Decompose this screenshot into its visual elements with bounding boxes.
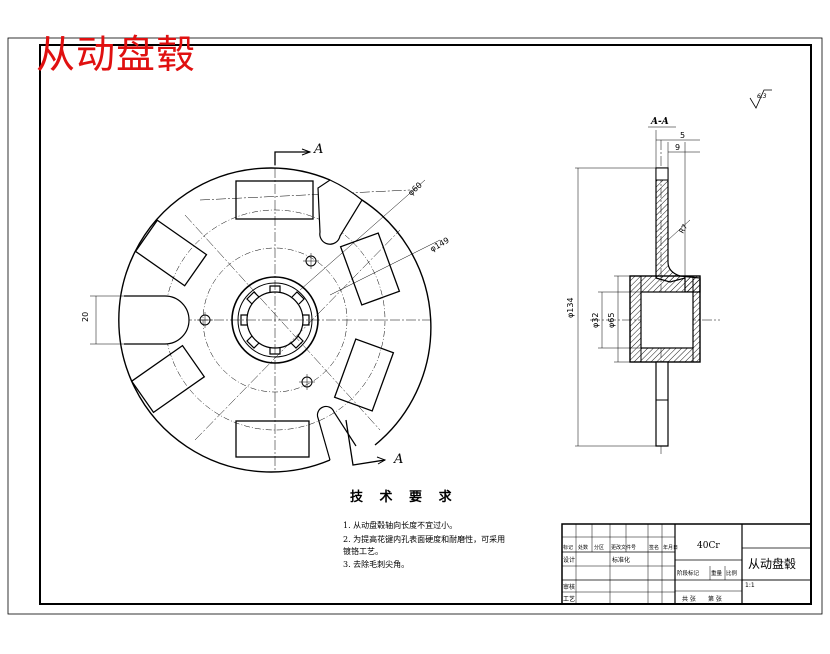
tb-mark-label: 更改文件号 (611, 544, 636, 551)
requirement-item-2: 2. 为提高花键内孔表面硬度和耐磨性，可采用 (343, 535, 506, 544)
cut-arrow-bottom (376, 456, 387, 465)
pad-upper-right (339, 232, 401, 306)
dim-text-phi60: φ60 (406, 180, 424, 197)
section-hub-bottom-hatch (640, 347, 694, 363)
tb-mark-labels: 标记 处数 分区 更改文件号 签名 年月日 (563, 544, 678, 551)
pad-top (235, 180, 314, 220)
centerline-diagonal-3 (184, 214, 381, 431)
tb-mark-label: 年月日 (663, 544, 678, 551)
slot-lower-right (316, 405, 357, 461)
tb-sheet-no: 第 张 (708, 595, 722, 603)
section-lower-flange (655, 361, 669, 447)
dim-text-slot-width: 20 (81, 312, 90, 322)
pad-lower-left (130, 344, 206, 414)
section-view (575, 89, 772, 455)
tb-mark-label: 分区 (594, 544, 604, 551)
centerline-diagonal-2 (194, 229, 401, 441)
cut-label-bottom: A (393, 452, 403, 467)
requirement-item-3: 3. 去除毛刺尖角。 (343, 560, 410, 569)
dim-text-r7: R7 (678, 223, 690, 235)
tb-check: 审核 (563, 583, 575, 591)
dim-text-d134: φ134 (566, 297, 575, 318)
spline-bore (240, 285, 310, 355)
dim-text-w5: 5 (680, 131, 685, 140)
requirement-item-2-cont: 镀铬工艺。 (343, 547, 383, 556)
dim-text-w9: 9 (675, 143, 680, 152)
bolt-holes (197, 253, 319, 390)
inner-drawing-frame (39, 44, 812, 605)
tb-part-name: 从动盘毂 (748, 556, 796, 571)
cut-label-top: A (313, 142, 323, 157)
roughness-symbol (749, 89, 772, 109)
pad-lower-right (333, 338, 395, 412)
cut-arrow-top (301, 148, 312, 156)
tb-design: 设计 (563, 556, 575, 564)
section-top-cap (655, 167, 669, 181)
cut-line-bottom (345, 419, 386, 466)
tb-standardization: 标准化 (612, 556, 630, 564)
front-view (90, 148, 441, 473)
pad-bottom (235, 420, 310, 458)
tb-material: 40Cr (697, 541, 720, 551)
outer-contour-arc (118, 167, 331, 473)
leader-phi60 (299, 179, 426, 291)
outer-sheet-border (7, 37, 823, 615)
dim-text-phi149: φ149 (429, 236, 451, 254)
cut-line-top (274, 151, 310, 165)
centerline-diagonal-1 (199, 189, 411, 201)
hub-outer-circle (231, 276, 319, 364)
title-block (561, 523, 812, 605)
slot-upper-right (317, 179, 363, 245)
outer-contour-arc-right (361, 199, 432, 446)
dim-text-d65: φ65 (607, 313, 616, 328)
leader-r7 (667, 219, 691, 241)
hub-inner-circle (237, 282, 313, 358)
tb-scale-value: 1:1 (745, 582, 755, 589)
tb-stage-mark: 阶段标记 (677, 569, 700, 577)
tb-mark-label: 标记 (563, 544, 573, 551)
dim-text-d32: φ32 (591, 313, 600, 328)
tb-mark-label: 签名 (649, 544, 659, 551)
leader-phi149 (329, 239, 441, 296)
section-hub-top-hatch (640, 275, 694, 293)
red-title-overlay: 从动盘毂 (36, 33, 197, 78)
tb-scale: 比例 (726, 569, 738, 577)
pad-upper-left (134, 219, 208, 287)
section-hub-right-hatch (692, 275, 701, 363)
slot-left (124, 295, 190, 345)
section-bore (640, 291, 694, 349)
tb-weight: 重量 (711, 569, 723, 577)
requirement-item-1: 1. 从动盘毂轴向长度不宜过小。 (343, 521, 458, 530)
section-hub-left-hatch (629, 275, 642, 363)
tb-sheet-total: 共 张 (682, 595, 696, 603)
roughness-value: 6.3 (757, 93, 767, 100)
tb-process: 工艺 (563, 595, 575, 603)
section-view-label: A-A (650, 117, 669, 127)
tb-mark-label: 处数 (578, 544, 588, 551)
requirements-title: 技 术 要 求 (350, 490, 458, 505)
title-block-frame (561, 523, 812, 605)
